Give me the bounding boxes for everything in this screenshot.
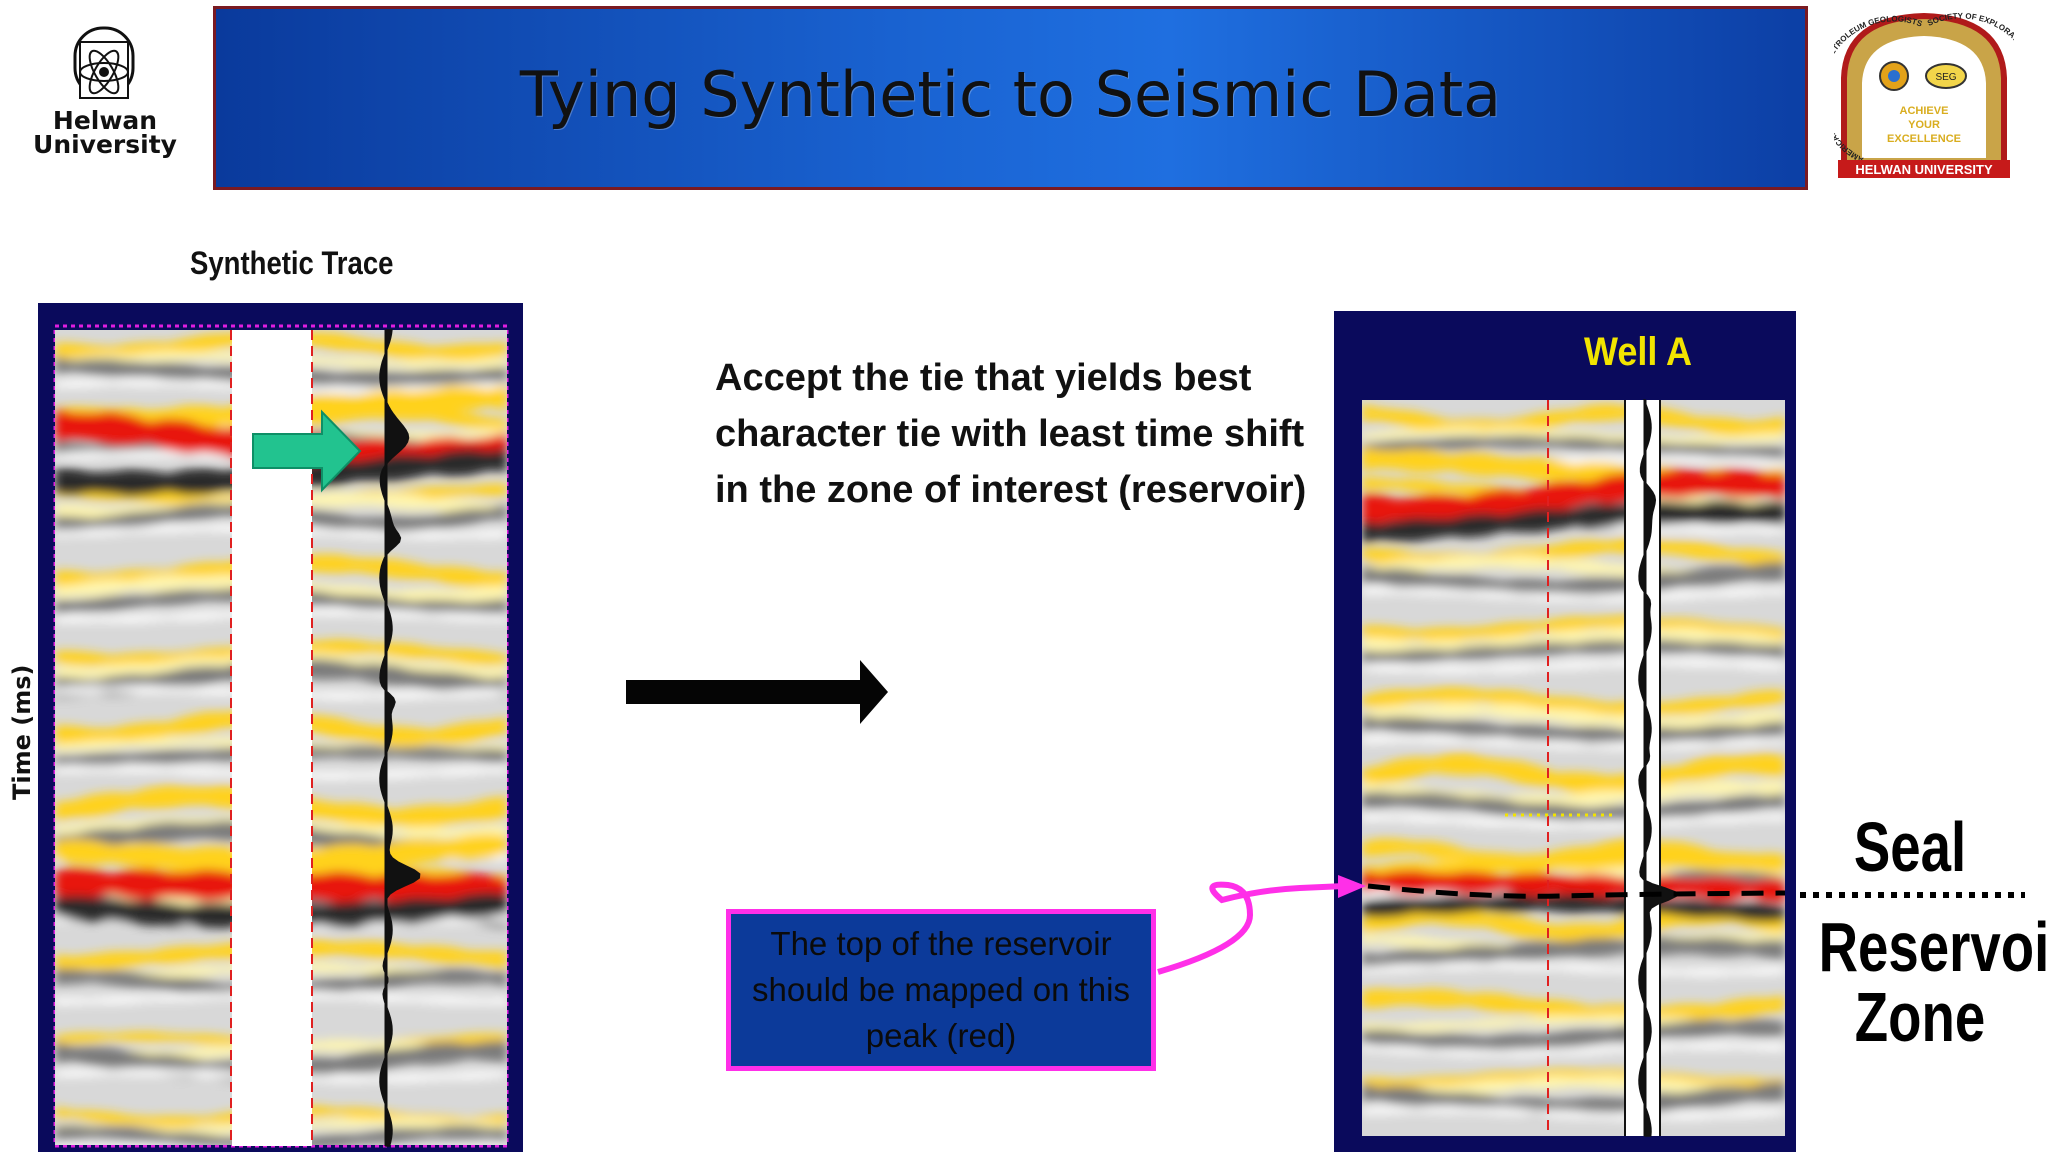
seismic-band [73,1144,137,1145]
seismic-band [1362,734,1785,750]
seismic-band [55,968,507,999]
right-seismic-events [1362,403,1785,1121]
reservoir-zone-label: Reservoir Zone [1818,908,2048,1056]
seismic-band [1362,435,1785,460]
seismic-band [1362,715,1785,744]
synthetic-trace-title: Synthetic Trace [190,245,394,281]
reservoir-note-box: The top of the reservoir should be mappe… [726,909,1156,1071]
seismic-band [1362,615,1785,641]
seismic-band [1362,658,1785,674]
reservoir-top-horizon [1367,883,1786,899]
seismic-band [1362,1019,1785,1052]
motto-line-2: YOUR [1908,119,1940,131]
seismic-band [1362,427,1785,445]
well-wiggle [1638,399,1678,1137]
seal-bottom-text: HELWAN UNIVERSITY [1855,162,1993,177]
right-arrow-icon [626,660,888,724]
well-label: Well A [1584,330,1693,374]
synthetic-wiggle [379,329,421,1147]
seismic-band [55,990,507,1006]
seismic-band [1362,562,1785,598]
atom-emblem-icon [73,26,135,99]
seismic-band [55,652,507,682]
note-connector [1157,881,1346,975]
seismic-band [1362,1014,1785,1032]
seismic-band [1362,813,1785,829]
seismic-band [55,939,507,972]
seismic-band [55,961,507,982]
seal-label: Seal [1853,808,1967,886]
seismic-band [1362,702,1785,731]
seismic-band [1362,468,1785,525]
seismic-band [1362,961,1785,977]
well-strip [1625,400,1660,1136]
note-connector-arrowhead [1338,875,1366,898]
seismic-band [1362,1075,1785,1101]
seismic-band [1362,686,1785,718]
helwan-university-logo: Helwan University [30,22,180,172]
seismic-band [55,587,507,615]
seismic-band [1362,988,1785,1024]
tie-statement: Accept the tie that yields best characte… [715,357,1307,511]
seal-badge: SEG [1935,72,1956,83]
seismic-band [1362,639,1785,664]
seismic-band [1362,586,1785,602]
motto-line-1: ACHIEVE [1900,105,1949,117]
seismic-band [1362,753,1785,796]
green-arrow-icon [252,409,362,493]
seismic-band [1362,500,1785,544]
reservoir-label-line-1: Reservoir [1818,908,2048,986]
seismic-band [1362,791,1785,822]
seismic-band [55,1125,507,1145]
association-seal-logo: AMERICAN ASSOCIATION OF PETROLEUM GEOLOG… [1834,8,2014,180]
seismic-band [1362,893,1785,922]
logo-line-1: Helwan [52,106,158,135]
seismic-band [1362,1105,1785,1121]
reservoir-label-line-2: Zone [1854,978,1986,1056]
title-banner: Tying Synthetic to Seismic Data [213,6,1808,190]
page-title: Tying Synthetic to Seismic Data [519,57,1502,131]
seismic-band [1362,1041,1785,1057]
logo-line-2: University [33,130,177,159]
motto-line-3: EXCELLENCE [1887,133,1961,145]
reservoir-note-text: The top of the reservoir should be mappe… [752,925,1130,1054]
